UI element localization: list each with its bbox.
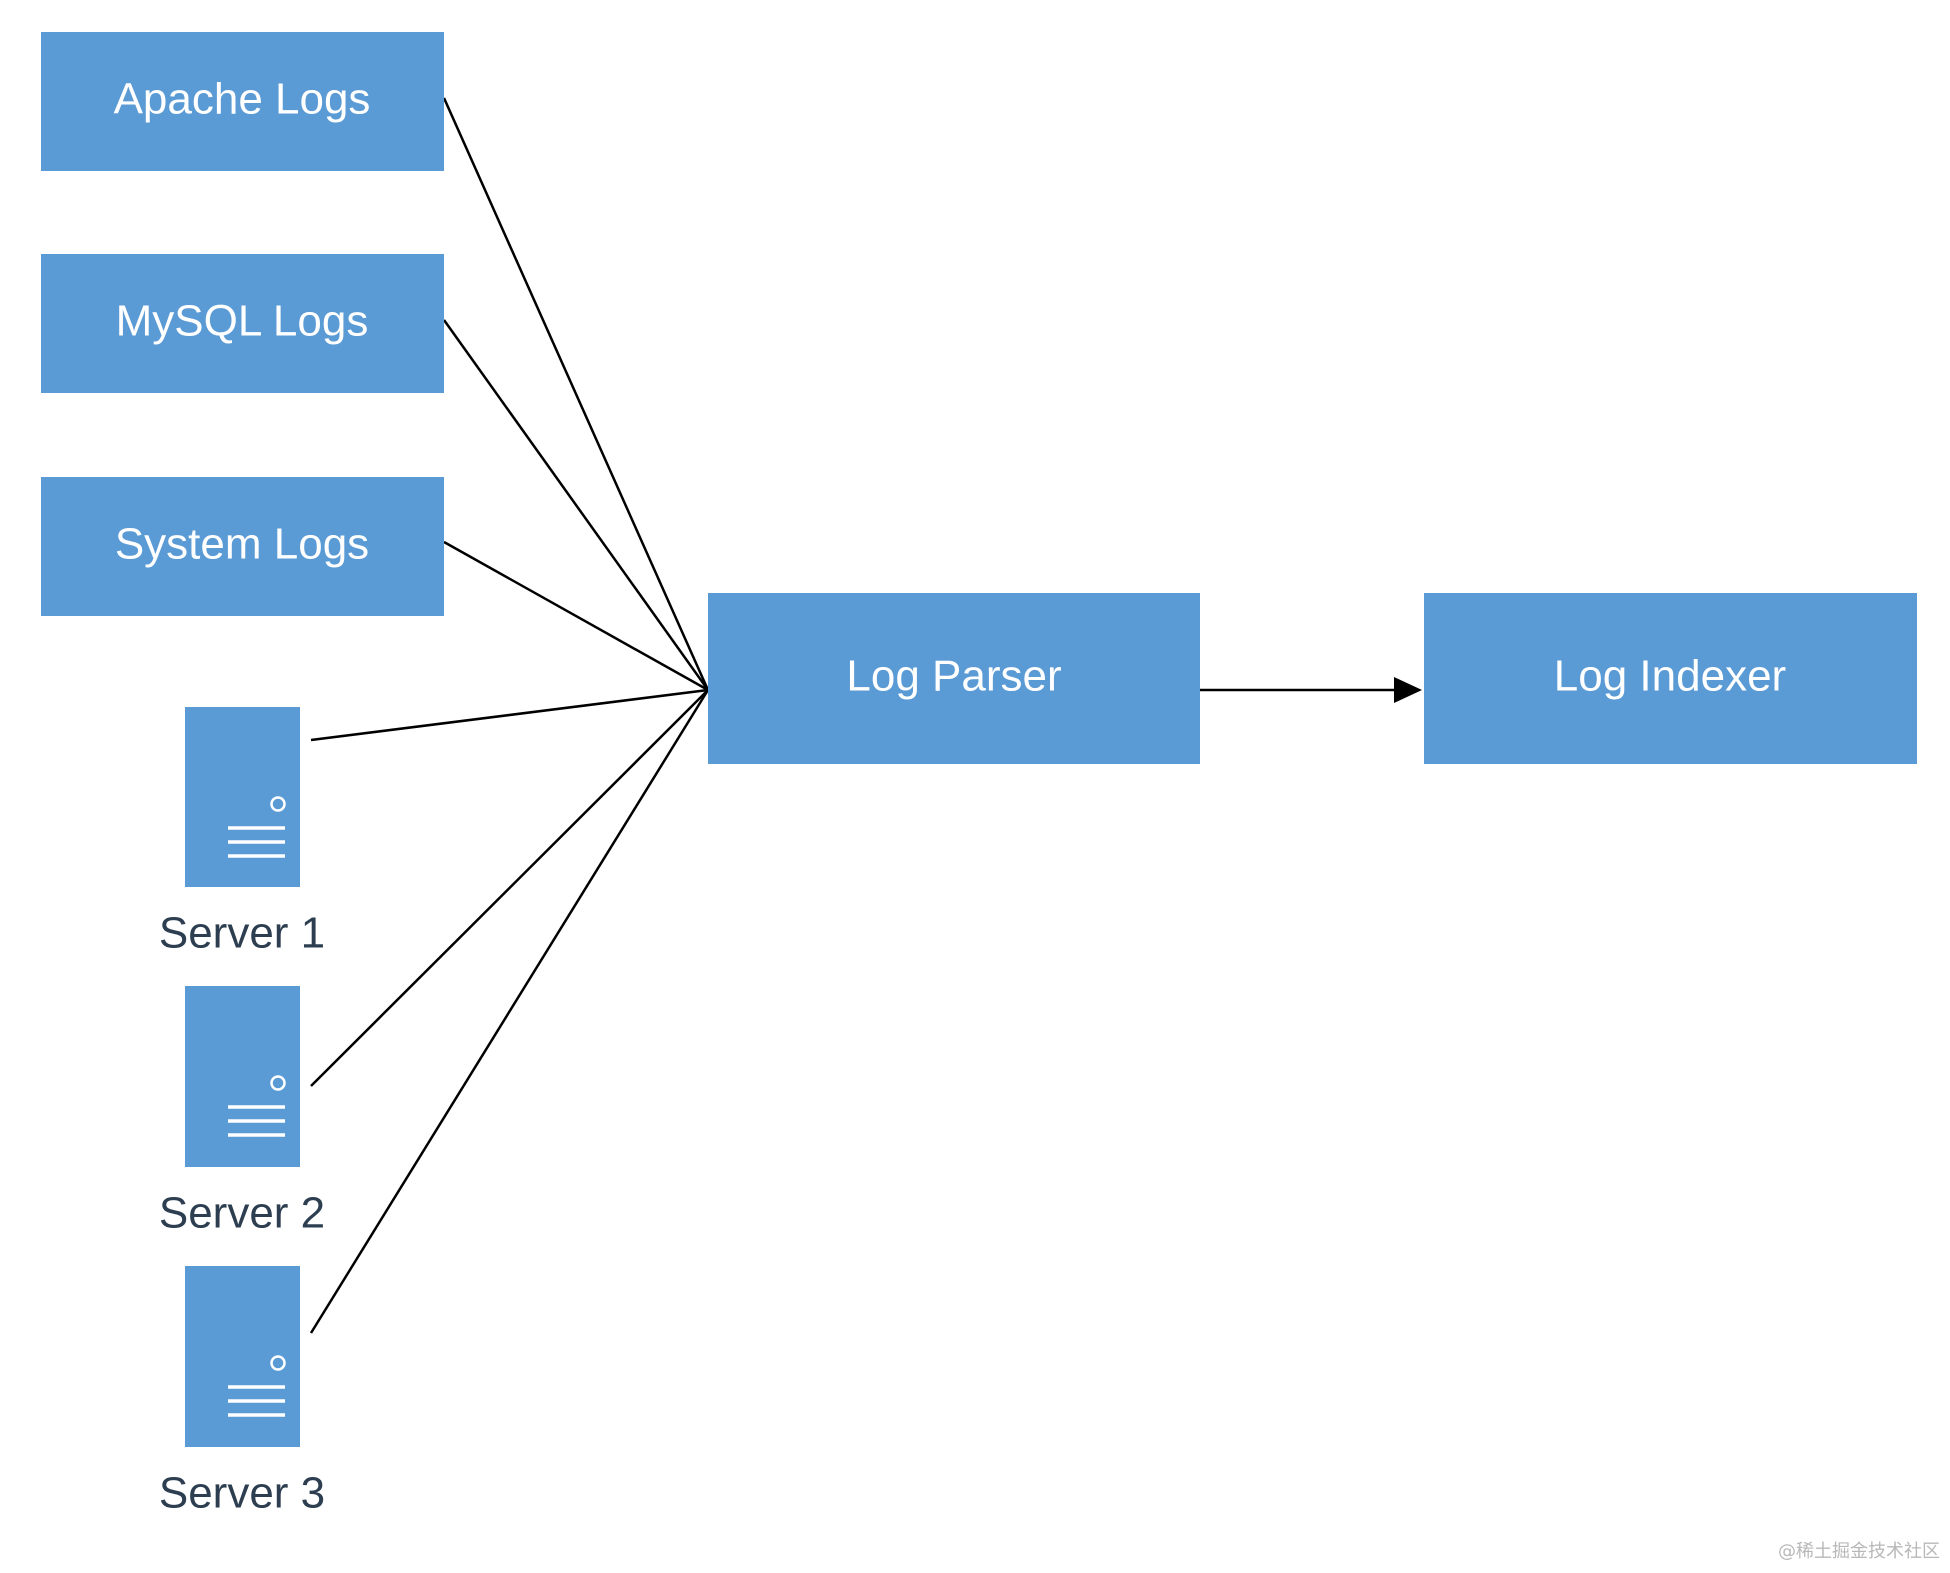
server-led-icon bbox=[270, 796, 286, 812]
node-mysql-logs: MySQL Logs bbox=[41, 254, 444, 393]
edge-server3-to-parser bbox=[309, 689, 710, 1334]
node-log-indexer: Log Indexer bbox=[1424, 593, 1917, 764]
connectors bbox=[309, 97, 1422, 1334]
edge-apache-to-parser bbox=[442, 97, 710, 691]
node-label: MySQL Logs bbox=[116, 297, 369, 346]
server-led-icon bbox=[270, 1075, 286, 1091]
edge-server2-to-parser bbox=[310, 689, 709, 1087]
edge-system-to-parser bbox=[443, 540, 709, 692]
node-label: Apache Logs bbox=[114, 75, 371, 124]
node-label: Log Indexer bbox=[1554, 652, 1786, 701]
server-icon bbox=[185, 986, 300, 1167]
server-icon bbox=[185, 707, 300, 887]
server-1: Server 1 bbox=[159, 707, 325, 958]
node-apache-logs: Apache Logs bbox=[41, 32, 444, 171]
server-led-icon bbox=[270, 1355, 286, 1371]
server-2: Server 2 bbox=[159, 986, 325, 1238]
edge-server1-to-parser bbox=[310, 688, 709, 742]
edge-mysql-to-parser bbox=[442, 319, 710, 691]
server-label: Server 2 bbox=[159, 1189, 325, 1238]
node-label: System Logs bbox=[115, 520, 369, 569]
server-label: Server 3 bbox=[159, 1469, 325, 1518]
node-label: Log Parser bbox=[846, 652, 1061, 701]
watermark: @稀土掘金技术社区 bbox=[1778, 1541, 1940, 1562]
node-system-logs: System Logs bbox=[41, 477, 444, 616]
node-log-parser: Log Parser bbox=[708, 593, 1200, 764]
server-icon bbox=[185, 1266, 300, 1447]
server-label: Server 1 bbox=[159, 909, 325, 958]
server-3: Server 3 bbox=[159, 1266, 325, 1518]
arrow-head-icon bbox=[1394, 677, 1422, 703]
